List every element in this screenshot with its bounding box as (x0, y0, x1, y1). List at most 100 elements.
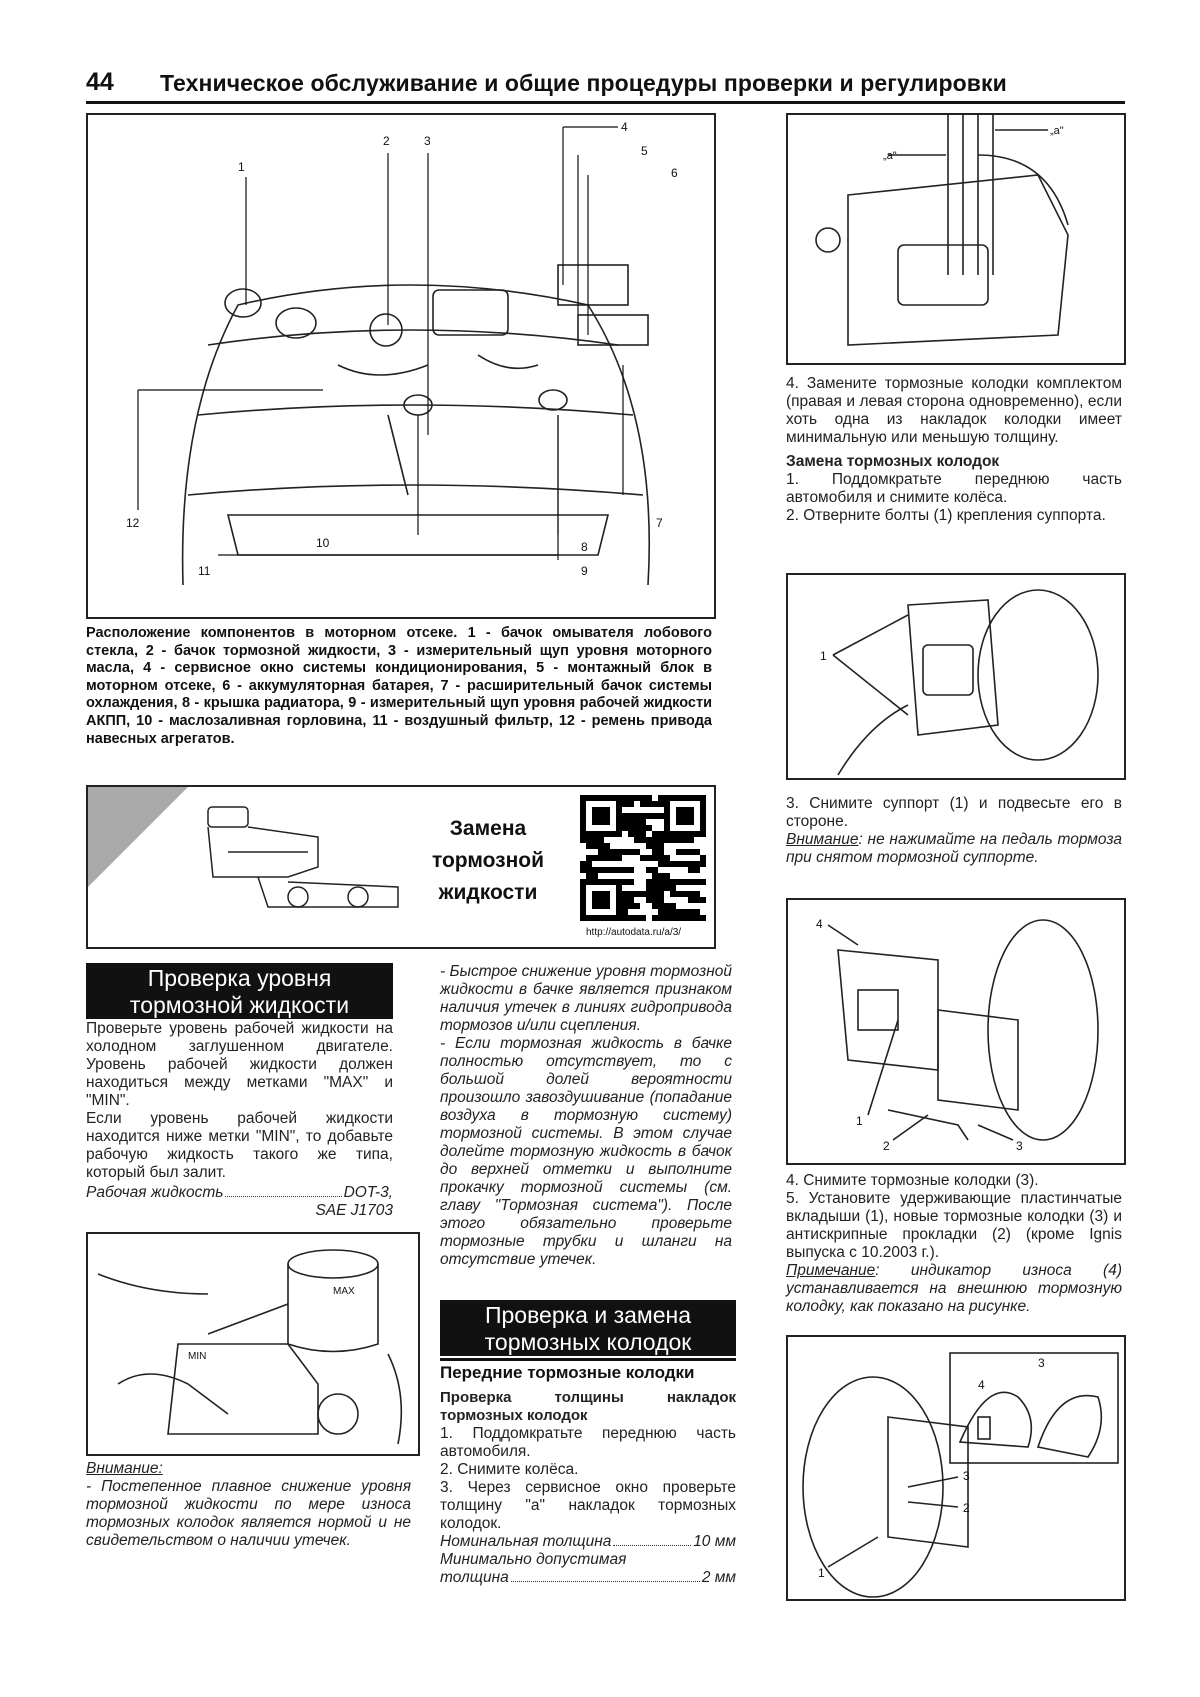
qr-module (592, 831, 598, 837)
qr-module (604, 855, 610, 861)
qr-module (598, 891, 604, 897)
qr-module (592, 903, 598, 909)
qr-module (670, 891, 676, 897)
qr-module (694, 795, 700, 801)
qr-module (646, 855, 652, 861)
qr-module (628, 795, 634, 801)
video-url[interactable]: http://autodata.ru/a/3/ (586, 927, 682, 938)
qr-module (592, 843, 598, 849)
video-online-box[interactable]: видео онлайн Замена тормозной жидкости h… (86, 785, 716, 949)
qr-module (682, 849, 688, 855)
qr-module (694, 915, 700, 921)
min-label1: Минимально допустимая (440, 1551, 627, 1568)
qr-module (598, 915, 604, 921)
video-badge: видео онлайн (88, 787, 188, 887)
check-step2: 2. Снимите колёса. (440, 1461, 579, 1478)
qr-code[interactable] (580, 795, 706, 921)
brake-fluid-para1: Проверьте уровень рабочей жидкости на хо… (86, 1020, 393, 1109)
check-step1: 1. Поддомкратьте переднюю часть автомоби… (440, 1425, 736, 1460)
qr-module (640, 837, 646, 843)
qr-module (580, 879, 586, 885)
callout-11: 11 (198, 564, 211, 578)
qr-module (622, 825, 628, 831)
qr-module (580, 903, 586, 909)
qr-module (688, 915, 694, 921)
qr-module (616, 897, 622, 903)
qr-module (592, 873, 598, 879)
reservoir-min-label: MIN (188, 1351, 206, 1362)
qr-module (676, 891, 682, 897)
qr-module (676, 861, 682, 867)
qr-module (640, 855, 646, 861)
brake-fluid-banner: Проверка уровня тормозной жидкости (86, 963, 393, 1019)
qr-module (616, 807, 622, 813)
qr-module (634, 825, 640, 831)
qr-module (658, 813, 664, 819)
qr-module (658, 849, 664, 855)
engine-figure-caption: Расположение компонентов в моторном отсе… (86, 625, 712, 747)
qr-module (634, 795, 640, 801)
qr-module (610, 849, 616, 855)
r-step4-remove: 4. Снимите тормозные колодки (3). (786, 1172, 1039, 1189)
qr-module (700, 855, 706, 861)
qr-module (604, 831, 610, 837)
qr-module (640, 831, 646, 837)
qr-module (652, 879, 658, 885)
qr-module (622, 801, 628, 807)
qr-module (682, 795, 688, 801)
qr-module (634, 903, 640, 909)
qr-module (592, 897, 598, 903)
qr-module (670, 831, 676, 837)
qr-module (658, 801, 664, 807)
qr-module (598, 795, 604, 801)
qr-module (616, 879, 622, 885)
qr-module (682, 813, 688, 819)
qr-module (628, 819, 634, 825)
qr-module (664, 873, 670, 879)
caliper-bolts-drawing: 1 (820, 589, 1099, 776)
fig4-callout-3a: 3 (1038, 1356, 1045, 1370)
qr-module (676, 849, 682, 855)
qr-module (628, 879, 634, 885)
qr-module (622, 849, 628, 855)
qr-module (610, 879, 616, 885)
callout-9: 9 (581, 564, 588, 578)
qr-module (688, 819, 694, 825)
qr-module (652, 855, 658, 861)
qr-module (592, 855, 598, 861)
master-cylinder-drawing (207, 806, 399, 908)
pads-removal-drawing: 4 1 2 3 (816, 917, 1099, 1153)
qr-module (628, 903, 634, 909)
callout-10: 10 (316, 536, 330, 550)
reservoir-drawing: MAX MIN (97, 1249, 403, 1445)
qr-module (646, 825, 652, 831)
qr-module (688, 861, 694, 867)
qr-module (616, 909, 622, 915)
qr-module (694, 879, 700, 885)
qr-module (586, 831, 592, 837)
qr-module (586, 879, 592, 885)
qr-module (598, 867, 604, 873)
qr-module (646, 795, 652, 801)
qr-module (688, 831, 694, 837)
qr-module (586, 873, 592, 879)
qr-module (616, 885, 622, 891)
fig3-callout-2: 2 (883, 1139, 890, 1153)
qr-module (694, 909, 700, 915)
callout-4: 4 (621, 120, 628, 134)
qr-module (616, 819, 622, 825)
qr-module (670, 885, 676, 891)
qr-module (580, 807, 586, 813)
qr-module (652, 801, 658, 807)
min-label2: толщина (440, 1569, 509, 1586)
pads-banner-line1: Проверка и замена (484, 1302, 692, 1328)
qr-module (664, 915, 670, 921)
qr-module (628, 849, 634, 855)
qr-module (664, 825, 670, 831)
label-a-left: „а" (883, 150, 897, 162)
qr-module (658, 843, 664, 849)
qr-module (580, 819, 586, 825)
qr-module (598, 843, 604, 849)
video-title-line2: тормозной (431, 849, 545, 872)
qr-module (664, 807, 670, 813)
